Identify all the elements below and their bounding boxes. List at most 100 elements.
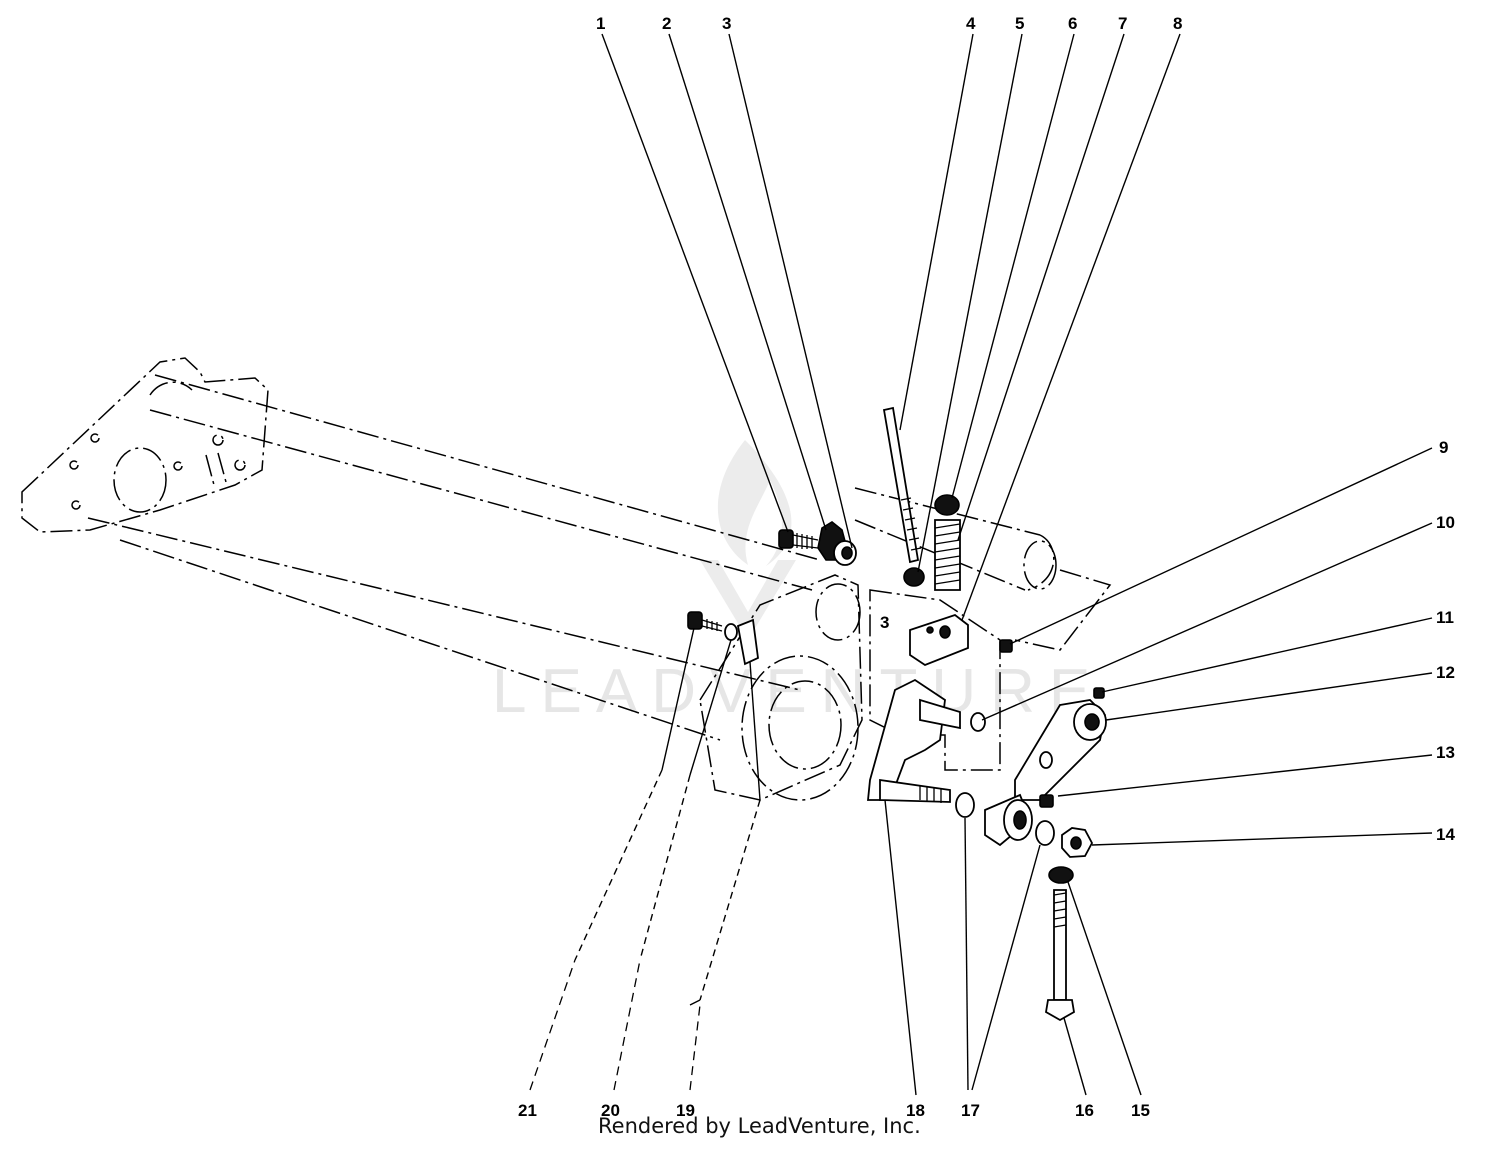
frame-bolt-hole xyxy=(173,461,183,471)
leader-7 xyxy=(957,33,1125,541)
leader-20b xyxy=(613,959,641,1091)
part-15-washer xyxy=(1048,866,1074,884)
part-3-bushing xyxy=(833,540,857,566)
callout-2: 2 xyxy=(662,14,671,33)
frame-bolt-hole xyxy=(212,434,224,446)
frame-flange-plate xyxy=(699,574,863,801)
callout-9: 9 xyxy=(1439,438,1448,457)
frame-bolt-hole xyxy=(90,433,100,443)
callout-11: 11 xyxy=(1436,608,1454,627)
leader-19b xyxy=(689,1004,701,1091)
leader-19 xyxy=(689,999,701,1006)
part-16-bolt xyxy=(1045,889,1075,1022)
frame-cross-tube-end xyxy=(1023,540,1057,590)
frame-housing xyxy=(869,589,1001,771)
casting-mark: 3 xyxy=(880,613,889,632)
part-10-ring xyxy=(970,712,986,732)
callout-16: 16 xyxy=(1075,1101,1094,1120)
callout-14: 14 xyxy=(1436,825,1455,844)
frame-tube-mid xyxy=(149,409,813,591)
leader-11 xyxy=(1101,617,1433,693)
callout-20: 20 xyxy=(601,1101,620,1120)
leader-9 xyxy=(1009,447,1433,645)
leader-21b xyxy=(529,959,576,1091)
frame-slot xyxy=(205,452,227,486)
frame-bracket-ext xyxy=(1014,569,1112,651)
frame-tube-top xyxy=(154,374,821,561)
frame-boss xyxy=(815,583,861,641)
parts: 3 xyxy=(687,406,1107,1022)
part-13-screw xyxy=(1039,794,1054,808)
callout-3: 3 xyxy=(722,14,731,33)
leader-17a xyxy=(964,817,969,1091)
frame-leader-21 xyxy=(574,769,663,961)
leader-10 xyxy=(981,522,1433,721)
part-9-set-screw xyxy=(999,639,1013,653)
frame-end-hole xyxy=(113,447,167,513)
leader-5 xyxy=(917,33,1023,573)
leader-4 xyxy=(899,33,974,431)
callout-10: 10 xyxy=(1436,513,1455,532)
frame-end-plate xyxy=(21,357,269,533)
callout-7: 7 xyxy=(1118,14,1127,33)
frame-bolt-hole xyxy=(234,459,246,471)
callout-5: 5 xyxy=(1015,14,1024,33)
part-12-arm xyxy=(1014,699,1107,801)
watermark-v-icon xyxy=(700,560,796,640)
callout-1: 1 xyxy=(596,14,605,33)
callout-4: 4 xyxy=(966,14,976,33)
frame-tube-lower xyxy=(87,517,801,691)
part-11-set-screw xyxy=(1093,687,1105,699)
leader-2 xyxy=(668,33,827,531)
part-20-washer xyxy=(724,623,738,641)
part-18-bracket xyxy=(867,678,961,803)
frame-bolt-hole xyxy=(69,460,79,470)
part-6-cap xyxy=(934,494,960,516)
frame-tube-far xyxy=(149,381,193,396)
callout-15: 15 xyxy=(1131,1101,1150,1120)
leader-lines xyxy=(529,33,1433,1096)
frame-flange-bore xyxy=(768,680,842,770)
part-4-adjusting-rod xyxy=(882,406,922,564)
frame-flange-ring xyxy=(741,655,859,801)
part-21-bolt xyxy=(687,611,723,632)
frame-phantom xyxy=(21,357,1112,1001)
leader-6 xyxy=(951,33,1075,499)
leader-21 xyxy=(661,627,695,771)
frame-leader-19 xyxy=(699,799,761,1001)
frame-bolt-hole xyxy=(71,500,81,510)
callout-21: 21 xyxy=(518,1101,537,1120)
leader-16 xyxy=(1063,1017,1087,1096)
part-5-nut xyxy=(903,567,925,587)
watermark-text: LEADVENTURE xyxy=(492,657,1104,726)
part-1-bolt xyxy=(778,529,819,549)
leader-20 xyxy=(689,639,732,776)
frame-tube-bottom xyxy=(119,539,721,741)
leader-18 xyxy=(884,799,917,1096)
leader-3 xyxy=(728,33,853,549)
callout-12: 12 xyxy=(1436,663,1455,682)
callout-18: 18 xyxy=(906,1101,925,1120)
part-8-block xyxy=(909,613,969,667)
callout-19: 19 xyxy=(676,1101,695,1120)
leader-12 xyxy=(1105,672,1433,721)
watermark-flame-icon xyxy=(717,440,792,566)
leader-15 xyxy=(1067,881,1142,1096)
leader-8 xyxy=(961,33,1181,621)
part-14-nut xyxy=(1061,827,1094,858)
frame-leader-20 xyxy=(639,774,691,961)
leader-19-plate xyxy=(749,661,761,801)
callout-6: 6 xyxy=(1068,14,1077,33)
callout-labels: 1 2 3 4 5 6 7 8 9 10 11 12 13 14 15 16 1… xyxy=(518,14,1455,1120)
callout-8: 8 xyxy=(1173,14,1182,33)
leader-1 xyxy=(601,33,789,533)
leader-14 xyxy=(1091,832,1433,846)
leader-13 xyxy=(1057,754,1433,797)
part-17-hub xyxy=(955,792,1055,847)
credit-text: Rendered by LeadVenture, Inc. xyxy=(598,1114,921,1138)
part-19-plate xyxy=(736,618,759,666)
watermark: LEADVENTURE xyxy=(492,440,1104,726)
callout-17: 17 xyxy=(961,1101,980,1120)
leader-17b xyxy=(971,844,1041,1091)
callout-13: 13 xyxy=(1436,743,1455,762)
